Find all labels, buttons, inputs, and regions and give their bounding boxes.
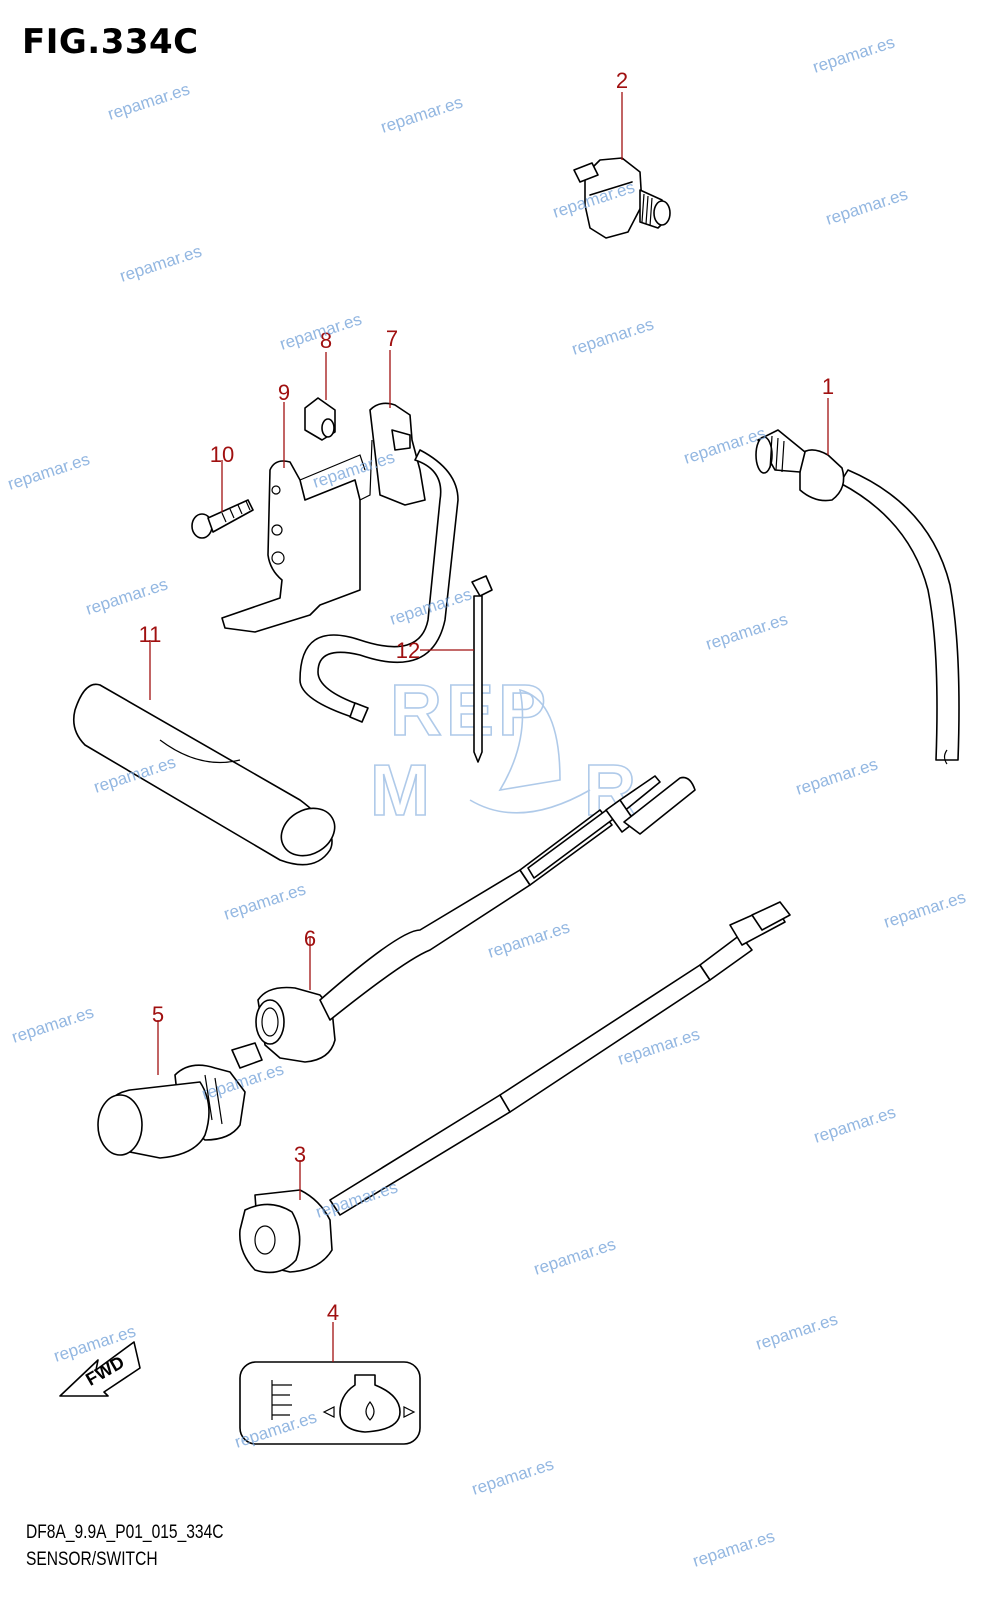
figure-name: SENSOR/SWITCH	[26, 1549, 158, 1570]
callout-6: 6	[304, 926, 316, 951]
svg-text:repamar.es: repamar.es	[5, 449, 92, 493]
svg-text:repamar.es: repamar.es	[531, 1234, 618, 1278]
svg-text:repamar.es: repamar.es	[793, 754, 880, 798]
watermark-logo: REP M R	[369, 670, 637, 832]
svg-text:repamar.es: repamar.es	[83, 574, 170, 618]
svg-text:repamar.es: repamar.es	[690, 1526, 777, 1570]
leader-lines	[149, 92, 829, 1362]
svg-text:repamar.es: repamar.es	[117, 241, 204, 285]
svg-text:REP: REP	[390, 671, 550, 751]
part-5-switch[interactable]	[97, 775, 696, 1159]
svg-text:repamar.es: repamar.es	[811, 1102, 898, 1146]
svg-text:repamar.es: repamar.es	[105, 79, 192, 123]
svg-text:repamar.es: repamar.es	[221, 879, 308, 923]
callout-11: 11	[139, 622, 162, 647]
part-10-bolt[interactable]	[191, 499, 254, 539]
part-6-nut[interactable]	[255, 986, 336, 1063]
svg-text:repamar.es: repamar.es	[881, 887, 968, 931]
figure-title: FIG.334C	[22, 22, 199, 62]
svg-text:M: M	[370, 751, 430, 831]
svg-text:repamar.es: repamar.es	[9, 1002, 96, 1046]
part-11-sleeve[interactable]	[72, 683, 343, 866]
callout-10: 10	[210, 442, 234, 467]
svg-text:repamar.es: repamar.es	[810, 32, 897, 76]
fwd-arrow-icon: FWD	[59, 1341, 141, 1397]
callout-3: 3	[294, 1142, 306, 1167]
callout-5: 5	[152, 1002, 164, 1027]
part-3-switch-harness[interactable]	[238, 901, 791, 1274]
svg-text:repamar.es: repamar.es	[378, 92, 465, 136]
callout-4: 4	[327, 1300, 339, 1325]
svg-text:repamar.es: repamar.es	[485, 917, 572, 961]
part-9-bracket[interactable]	[221, 439, 373, 633]
part-7-switch-assembly[interactable]	[299, 402, 459, 723]
svg-text:repamar.es: repamar.es	[569, 314, 656, 358]
callout-7: 7	[386, 326, 398, 351]
part-2-oil-pressure-switch[interactable]	[573, 157, 671, 239]
svg-text:repamar.es: repamar.es	[703, 609, 790, 653]
callout-12: 12	[396, 638, 420, 663]
svg-text:repamar.es: repamar.es	[681, 423, 768, 467]
part-4-label[interactable]	[239, 1361, 421, 1445]
watermark-text: repamar.es repamar.es repamar.es repamar…	[5, 32, 968, 1570]
svg-text:repamar.es: repamar.es	[753, 1309, 840, 1353]
part-1-temperature-sensor[interactable]	[755, 429, 960, 765]
figure-code: DF8A_9.9A_P01_015_334C	[26, 1522, 224, 1543]
part-8-collar[interactable]	[304, 397, 336, 441]
callout-1: 1	[822, 374, 834, 399]
callout-2: 2	[616, 68, 628, 93]
callout-9: 9	[278, 380, 290, 405]
part-12-cable-tie[interactable]	[471, 575, 493, 763]
svg-text:repamar.es: repamar.es	[823, 184, 910, 228]
svg-text:repamar.es: repamar.es	[469, 1454, 556, 1498]
callout-8: 8	[320, 328, 332, 353]
